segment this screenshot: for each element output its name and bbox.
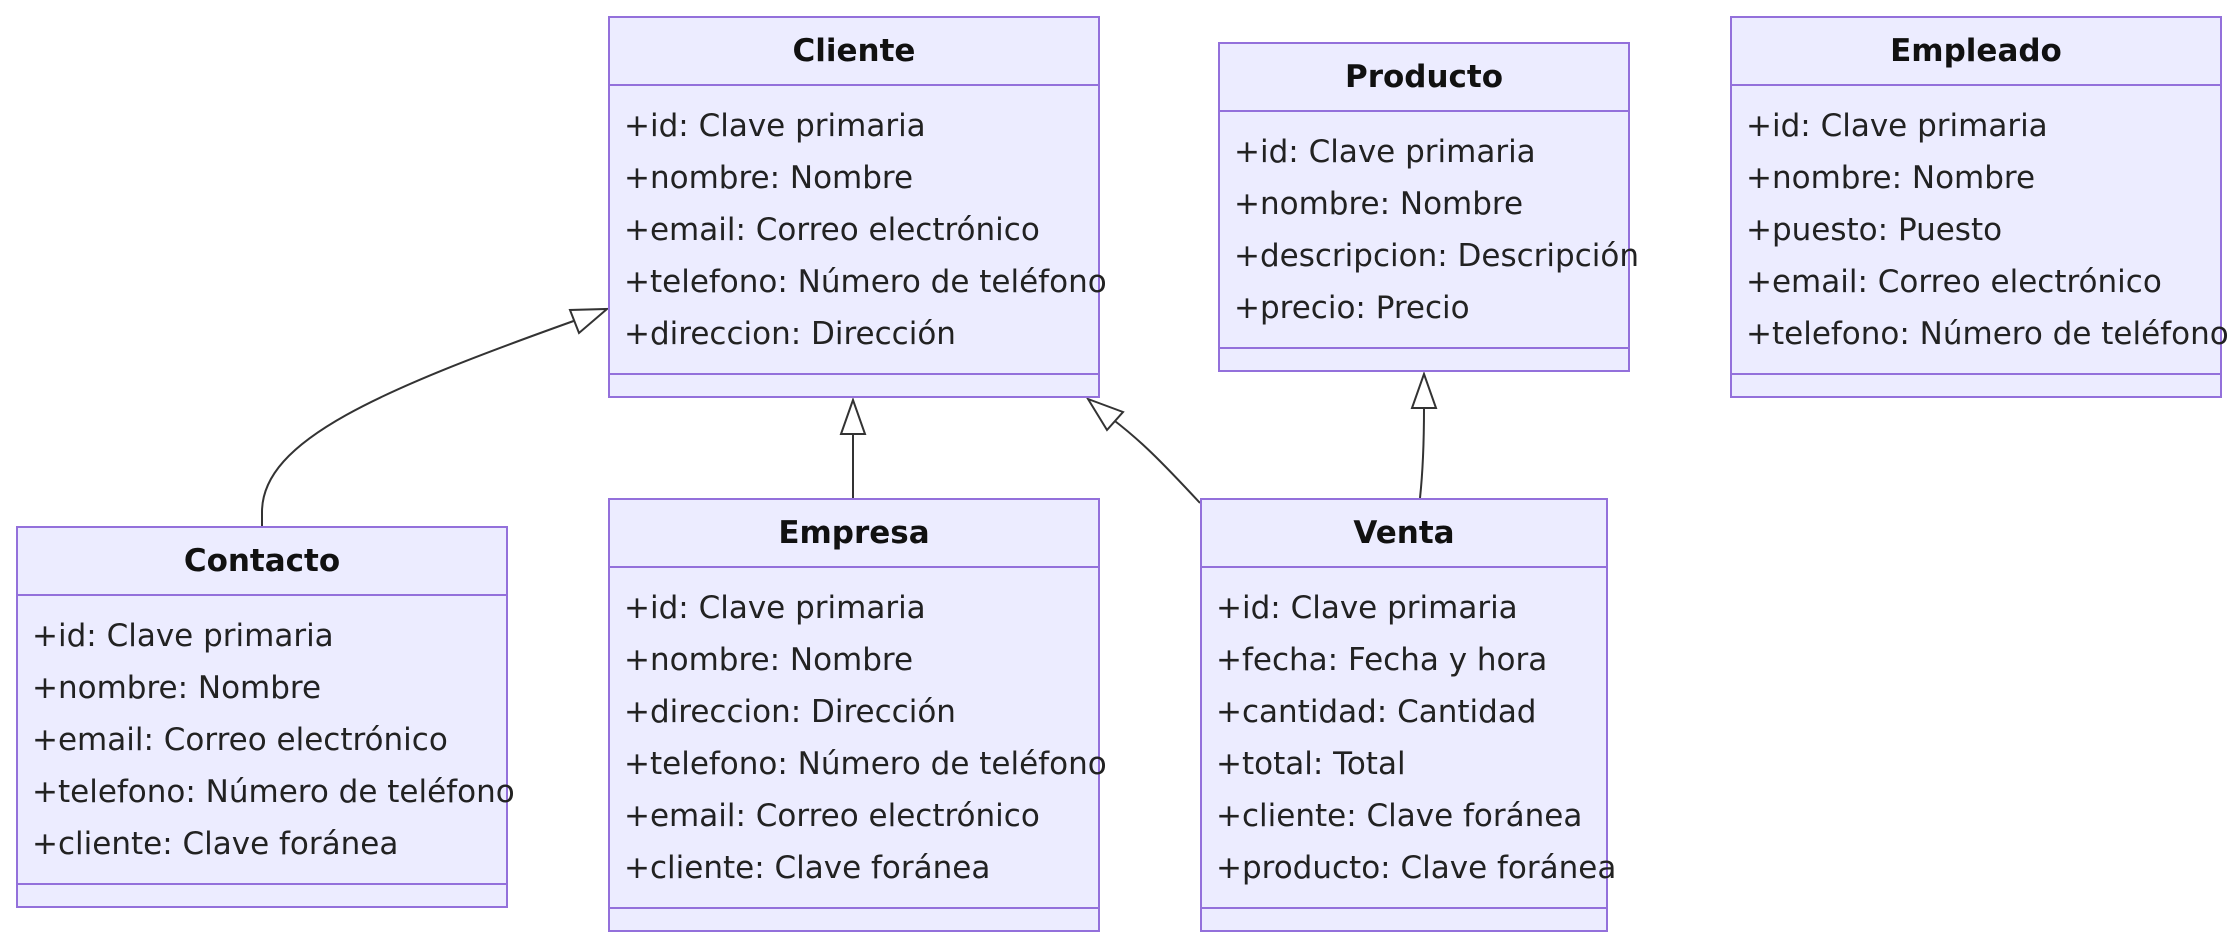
attribute: +precio: Precio xyxy=(1234,290,1470,326)
class-box-empleado[interactable]: Empleado +id: Clave primaria +nombre: No… xyxy=(1730,16,2229,398)
class-title-empleado: Empleado xyxy=(1732,18,2220,86)
attribute-list-empleado: +id: Clave primaria +nombre: Nombre +pue… xyxy=(1732,86,2229,375)
edge-empresa-cliente-arrowhead xyxy=(839,396,867,435)
attribute: +email: Correo electrónico xyxy=(32,722,448,758)
attribute: +nombre: Nombre xyxy=(1234,186,1524,222)
attribute-list-contacto: +id: Clave primaria +nombre: Nombre +ema… xyxy=(18,596,515,885)
class-box-contacto[interactable]: Contacto +id: Clave primaria +nombre: No… xyxy=(16,526,515,908)
attribute: +nombre: Nombre xyxy=(624,642,914,678)
attribute-list-cliente: +id: Clave primaria +nombre: Nombre +ema… xyxy=(610,86,1107,375)
class-title-empresa: Empresa xyxy=(610,500,1098,568)
attribute: +id: Clave primaria xyxy=(32,618,334,654)
attribute: +telefono: Número de teléfono xyxy=(1746,316,2229,352)
edge-venta-cliente xyxy=(1110,417,1201,504)
attribute: +email: Correo electrónico xyxy=(624,798,1040,834)
class-title-cliente: Cliente xyxy=(610,18,1098,86)
attribute: +id: Clave primaria xyxy=(624,108,926,144)
attribute: +telefono: Número de teléfono xyxy=(624,264,1107,300)
attribute: +direccion: Dirección xyxy=(624,316,956,352)
attribute: +id: Clave primaria xyxy=(624,590,926,626)
class-title-venta: Venta xyxy=(1202,500,1606,568)
attribute: +cliente: Clave foránea xyxy=(1216,798,1583,834)
edge-contacto-cliente-arrowhead xyxy=(568,307,610,335)
attribute: +descripcion: Descripción xyxy=(1234,238,1639,274)
attribute: +cliente: Clave foránea xyxy=(32,826,399,862)
attribute: +cliente: Clave foránea xyxy=(624,850,991,886)
attribute-list-venta: +id: Clave primaria +fecha: Fecha y hora… xyxy=(1202,568,1617,909)
attribute: +nombre: Nombre xyxy=(32,670,322,706)
attribute: +fecha: Fecha y hora xyxy=(1216,642,1548,678)
attribute-list-producto: +id: Clave primaria +nombre: Nombre +des… xyxy=(1220,112,1639,349)
attribute-list-empresa: +id: Clave primaria +nombre: Nombre +dir… xyxy=(610,568,1107,909)
edge-venta-cliente-arrowhead xyxy=(1085,397,1125,432)
attribute: +telefono: Número de teléfono xyxy=(32,774,515,810)
class-box-venta[interactable]: Venta +id: Clave primaria +fecha: Fecha … xyxy=(1200,498,1617,932)
attribute: +producto: Clave foránea xyxy=(1216,850,1617,886)
class-title-contacto: Contacto xyxy=(18,528,506,596)
attribute: +total: Total xyxy=(1216,746,1406,782)
method-list-contacto xyxy=(18,885,506,906)
attribute: +id: Clave primaria xyxy=(1216,590,1518,626)
method-list-producto xyxy=(1220,349,1628,370)
class-title-producto: Producto xyxy=(1220,44,1628,112)
attribute: +cantidad: Cantidad xyxy=(1216,694,1537,730)
class-box-cliente[interactable]: Cliente +id: Clave primaria +nombre: Nom… xyxy=(608,16,1107,398)
attribute: +email: Correo electrónico xyxy=(624,212,1040,248)
method-list-empleado xyxy=(1732,375,2220,396)
edge-contacto-cliente xyxy=(261,317,583,526)
attribute: +nombre: Nombre xyxy=(1746,160,2036,196)
edge-venta-producto xyxy=(1419,407,1425,499)
method-list-empresa xyxy=(610,909,1098,930)
method-list-venta xyxy=(1202,909,1606,930)
attribute: +telefono: Número de teléfono xyxy=(624,746,1107,782)
attribute: +email: Correo electrónico xyxy=(1746,264,2162,300)
attribute: +id: Clave primaria xyxy=(1234,134,1536,170)
class-box-producto[interactable]: Producto +id: Clave primaria +nombre: No… xyxy=(1218,42,1639,372)
attribute: +nombre: Nombre xyxy=(624,160,914,196)
method-list-cliente xyxy=(610,375,1098,396)
edge-venta-producto-arrowhead xyxy=(1410,370,1438,409)
attribute: +direccion: Dirección xyxy=(624,694,956,730)
class-box-empresa[interactable]: Empresa +id: Clave primaria +nombre: Nom… xyxy=(608,498,1107,932)
attribute: +id: Clave primaria xyxy=(1746,108,2048,144)
attribute: +puesto: Puesto xyxy=(1746,212,2003,248)
